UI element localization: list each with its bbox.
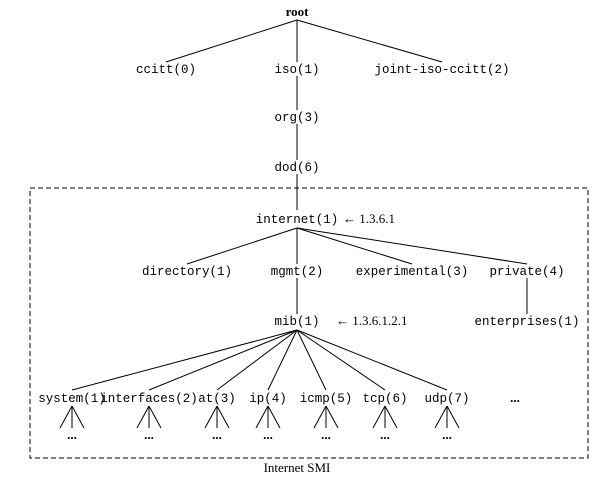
node-root: root: [286, 4, 310, 19]
node-dod: dod(6): [274, 161, 319, 175]
node-directory: directory(1): [142, 265, 232, 279]
edge-mib-system: [71, 329, 298, 391]
edge-mib-tcp: [296, 329, 386, 391]
node-org: org(3): [274, 111, 319, 125]
ellipsis-at: ...: [212, 427, 222, 442]
node-icmp: icmp(5): [300, 392, 353, 406]
edge-mib-at: [216, 329, 298, 391]
edge-root-joint: [296, 19, 443, 63]
ellipsis-tcp: ...: [380, 427, 390, 442]
more-siblings-marker: ...: [510, 390, 520, 405]
node-private: private(4): [489, 265, 564, 279]
node-interfaces: interfaces(2): [100, 392, 198, 406]
ellipsis-interfaces: ...: [144, 427, 154, 442]
node-internet: internet(1): [256, 213, 339, 227]
node-at: at(3): [198, 392, 236, 406]
node-iso: iso(1): [274, 63, 319, 77]
edge-internet-private: [296, 227, 528, 265]
edge-mib-ip: [267, 329, 298, 391]
internet-oid-annotation: ← 1.3.6.1: [343, 211, 395, 226]
internet-smi-box: [29, 187, 589, 459]
ellipsis-icmp: ...: [321, 427, 331, 442]
node-mib: mib(1): [274, 315, 319, 329]
fan-udp: [434, 405, 460, 429]
node-ip: ip(4): [249, 392, 287, 406]
internet-smi-label: Internet SMI: [264, 460, 331, 475]
mib-oid-annotation: ← 1.3.6.1.2.1: [336, 313, 408, 328]
ellipsis-udp: ...: [442, 427, 452, 442]
node-joint-iso-ccitt: joint-iso-ccitt(2): [374, 63, 509, 77]
edge-mib-udp: [296, 329, 448, 391]
edge-mib-icmp: [296, 329, 327, 391]
node-ccitt: ccitt(0): [136, 63, 196, 77]
ellipsis-system: ...: [67, 427, 77, 442]
node-tcp: tcp(6): [362, 392, 407, 406]
edge-internet-experimental: [296, 227, 413, 265]
node-enterprises: enterprises(1): [474, 315, 579, 329]
fan-at: [204, 405, 230, 429]
edge-internet-directory: [186, 227, 298, 265]
node-system: system(1): [38, 392, 106, 406]
node-udp: udp(7): [424, 392, 469, 406]
fan-tcp: [372, 405, 398, 429]
ellipsis-ip: ...: [263, 427, 273, 442]
fan-interfaces: [136, 405, 162, 429]
edge-root-ccitt: [165, 19, 298, 63]
fan-icmp: [313, 405, 339, 429]
edge-mib-interfaces: [148, 329, 298, 391]
fan-system: [59, 405, 85, 429]
node-mgmt: mgmt(2): [271, 265, 324, 279]
node-experimental: experimental(3): [356, 265, 469, 279]
fan-ip: [255, 405, 281, 429]
